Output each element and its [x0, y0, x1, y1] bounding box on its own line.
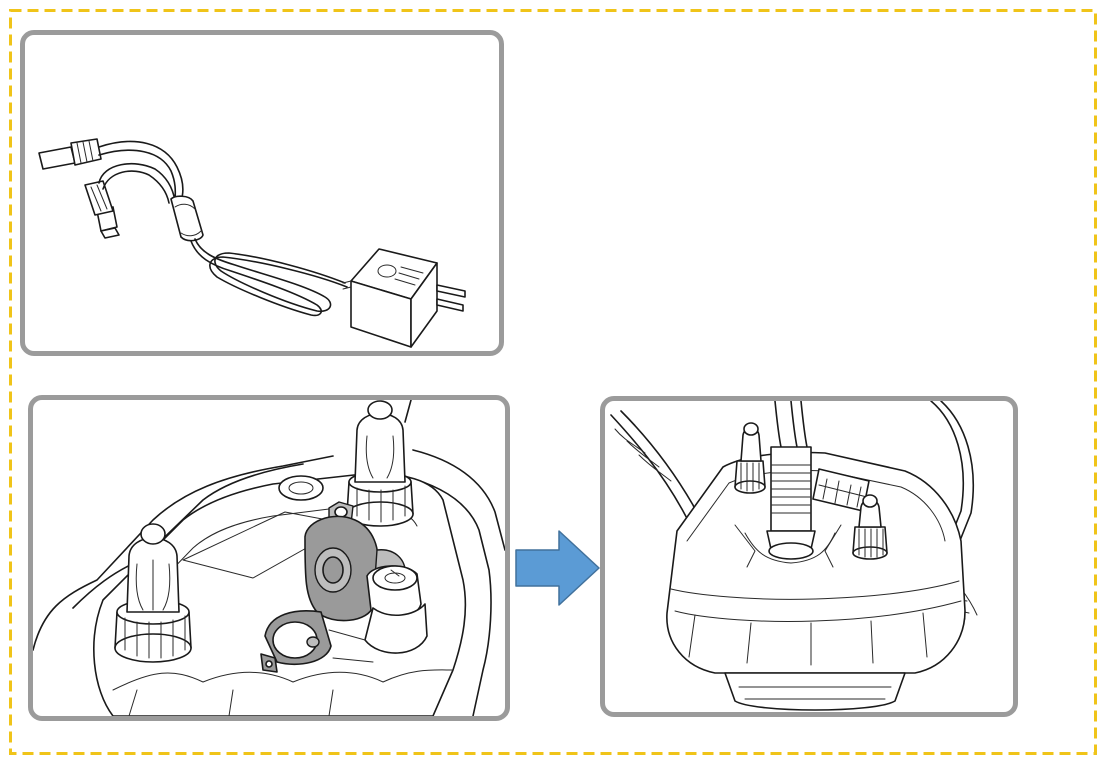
- right-probe-post: [852, 494, 888, 560]
- dc-connector-lower: [84, 180, 120, 239]
- dashed-outer-frame: [9, 9, 1097, 755]
- right-arrow-icon: [515, 530, 600, 606]
- collar-receiver-open-charging-port-icon: [33, 400, 505, 716]
- right-probe-post: [346, 400, 414, 527]
- adapter-panel: [20, 30, 504, 356]
- plugged-in-panel: [600, 396, 1018, 717]
- dc-connector-upper: [38, 138, 102, 170]
- power-adapter-y-cable-icon: [38, 138, 466, 348]
- open-port-panel: [28, 395, 510, 721]
- inserted-dc-plug: [734, 401, 842, 568]
- charging-port-cap: [260, 501, 406, 673]
- left-probe-post: [734, 422, 766, 494]
- left-probe-post: [114, 523, 192, 663]
- ferrite-core: [170, 195, 204, 242]
- open-socket: [328, 565, 428, 663]
- wall-adapter: [342, 248, 466, 348]
- collar-receiver-with-plug-inserted-icon: [610, 401, 978, 711]
